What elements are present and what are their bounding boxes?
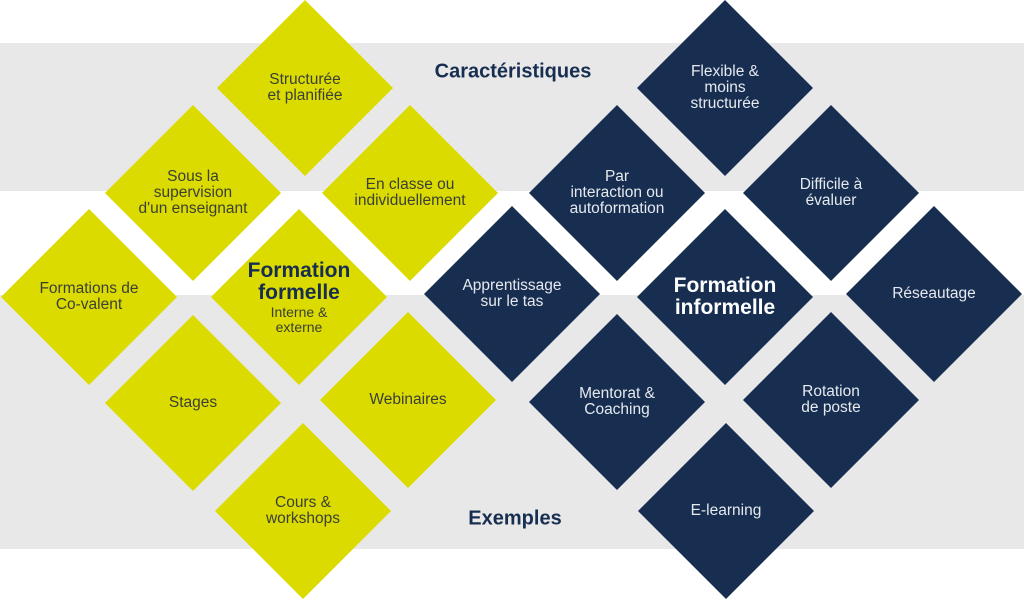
diamond-label: Flexible & moins structurée — [690, 63, 760, 112]
formal-example-covalent: Formations de Co-valent — [1, 209, 177, 385]
informal-example-networking: Réseautage — [846, 206, 1022, 382]
characteristics-heading: Caractéristiques — [434, 60, 592, 83]
formal-example-webinars: Webinaires — [320, 312, 496, 488]
informal-characteristic-flexible: Flexible & moins structurée — [637, 0, 813, 176]
diamond-label: Rotation de poste — [801, 383, 861, 416]
diamond-label: Webinaires — [369, 391, 447, 408]
diamond-label: Formations de Co-valent — [39, 280, 139, 313]
formal-center: Formation formelle Interne & externe — [211, 209, 387, 385]
informal-title: Formation informelle — [673, 274, 777, 319]
informal-example-mentoring: Mentorat & Coaching — [529, 314, 705, 490]
formal-example-courses: Cours & workshops — [215, 423, 391, 599]
informal-example-job-rotation: Rotation de poste — [743, 312, 919, 488]
informal-example-on-the-job: Apprentissage sur le tas — [424, 206, 600, 382]
formal-characteristic-structured: Structurée et planifiée — [217, 0, 393, 176]
formal-title: Formation formelle — [247, 258, 351, 304]
diamond-label: Par interaction ou autoformation — [569, 168, 665, 217]
diamond-label: Cours & workshops — [265, 494, 341, 527]
formal-example-internships: Stages — [105, 315, 281, 491]
diamond-label: Difficile à évaluer — [799, 176, 863, 209]
diamond-label: E-learning — [690, 502, 762, 519]
informal-center: Formation informelle — [637, 209, 813, 385]
examples-heading: Exemples — [468, 507, 562, 530]
informal-characteristic-interaction: Par interaction ou autoformation — [529, 105, 705, 281]
informal-example-elearning: E-learning — [638, 423, 814, 599]
diamond-label: Stages — [168, 394, 218, 411]
formal-characteristic-supervision: Sous la supervision d'un enseignant — [105, 105, 281, 281]
diamond-label: Réseautage — [892, 285, 976, 302]
formal-subtitle: Interne & externe — [270, 303, 328, 335]
diamond-label: Sous la supervision d'un enseignant — [138, 168, 248, 217]
diamond-label: Mentorat & Coaching — [579, 385, 655, 418]
diamond-label: Formation informelle — [637, 209, 813, 385]
diamond-label: Structurée et planifiée — [267, 71, 343, 104]
diamond-label: Formation formelle Interne & externe — [211, 209, 387, 385]
diamond-label: Apprentissage sur le tas — [462, 277, 562, 310]
diamond-label: En classe ou individuellement — [354, 176, 466, 209]
